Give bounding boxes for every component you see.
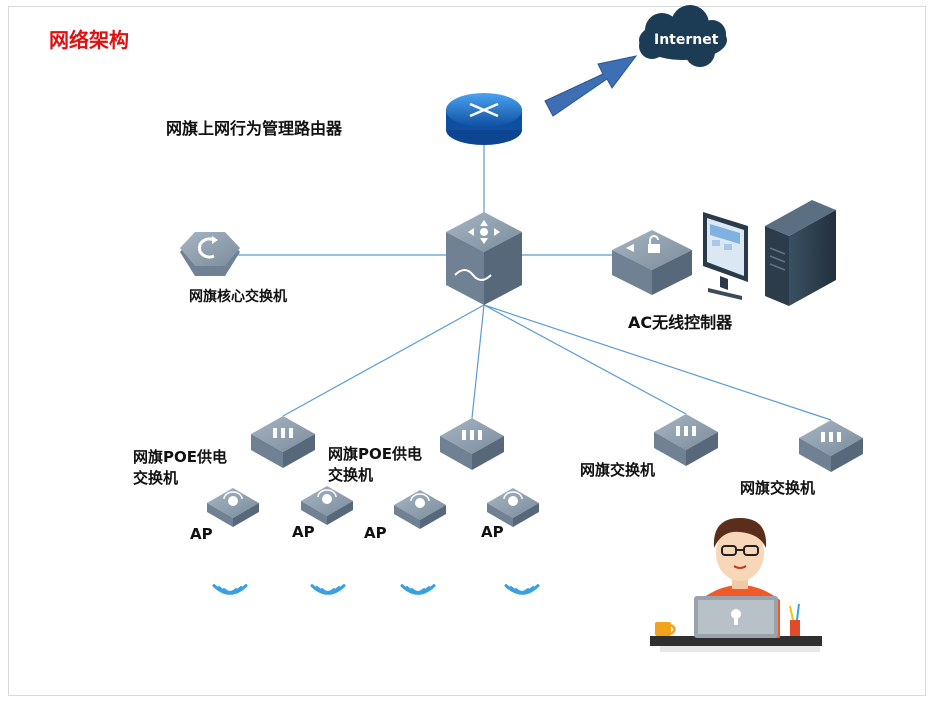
ap-4-label: AP	[481, 523, 504, 541]
wifi-icon	[504, 584, 540, 595]
switch-icon	[180, 232, 240, 276]
switch-2-label: 网旗交换机	[740, 479, 816, 497]
ac-controller-label: AC无线控制器	[628, 313, 733, 332]
ap-2-label: AP	[292, 523, 315, 541]
router-icon	[446, 93, 522, 145]
switch-icon	[446, 212, 522, 305]
access-point-icon	[301, 486, 353, 525]
link-core-poe2	[471, 304, 485, 419]
switch-icon	[440, 418, 504, 470]
router-label: 网旗上网行为管理路由器	[166, 119, 343, 138]
switch-icon	[251, 416, 315, 468]
link-core-poe1	[282, 304, 485, 417]
poe-switch-2-label: 网旗POE供电交换机	[328, 445, 422, 484]
core-switch-label: 网旗核心交换机	[189, 289, 287, 305]
access-point-icon	[207, 488, 259, 527]
access-switches	[251, 414, 863, 472]
access-points	[207, 486, 539, 529]
wifi-icon	[400, 584, 436, 595]
connection-lines	[230, 145, 832, 421]
monitor-icon	[703, 212, 748, 300]
internet-label: Internet	[654, 32, 719, 48]
switch-icon	[654, 414, 718, 466]
switch-icon	[799, 420, 863, 472]
page-title: 网络架构	[49, 28, 129, 52]
cloud-icon	[639, 5, 727, 67]
slide-frame	[8, 6, 926, 696]
poe-switch-1-label: 网旗POE供电交换机	[133, 448, 227, 487]
ac-controller-icon	[612, 230, 692, 295]
wifi-signals	[212, 584, 540, 595]
ap-1-label: AP	[190, 525, 213, 543]
ap-3-label: AP	[364, 524, 387, 542]
server-tower-icon	[765, 200, 836, 306]
arrow-icon	[544, 55, 638, 117]
link-core-switch1	[483, 304, 687, 415]
access-point-icon	[394, 490, 446, 529]
wifi-icon	[310, 584, 346, 595]
person-laptop-icon	[650, 518, 822, 652]
link-core-switch2	[483, 304, 832, 421]
switch-1-label: 网旗交换机	[580, 461, 656, 479]
access-point-icon	[487, 488, 539, 527]
wifi-icon	[212, 584, 248, 595]
